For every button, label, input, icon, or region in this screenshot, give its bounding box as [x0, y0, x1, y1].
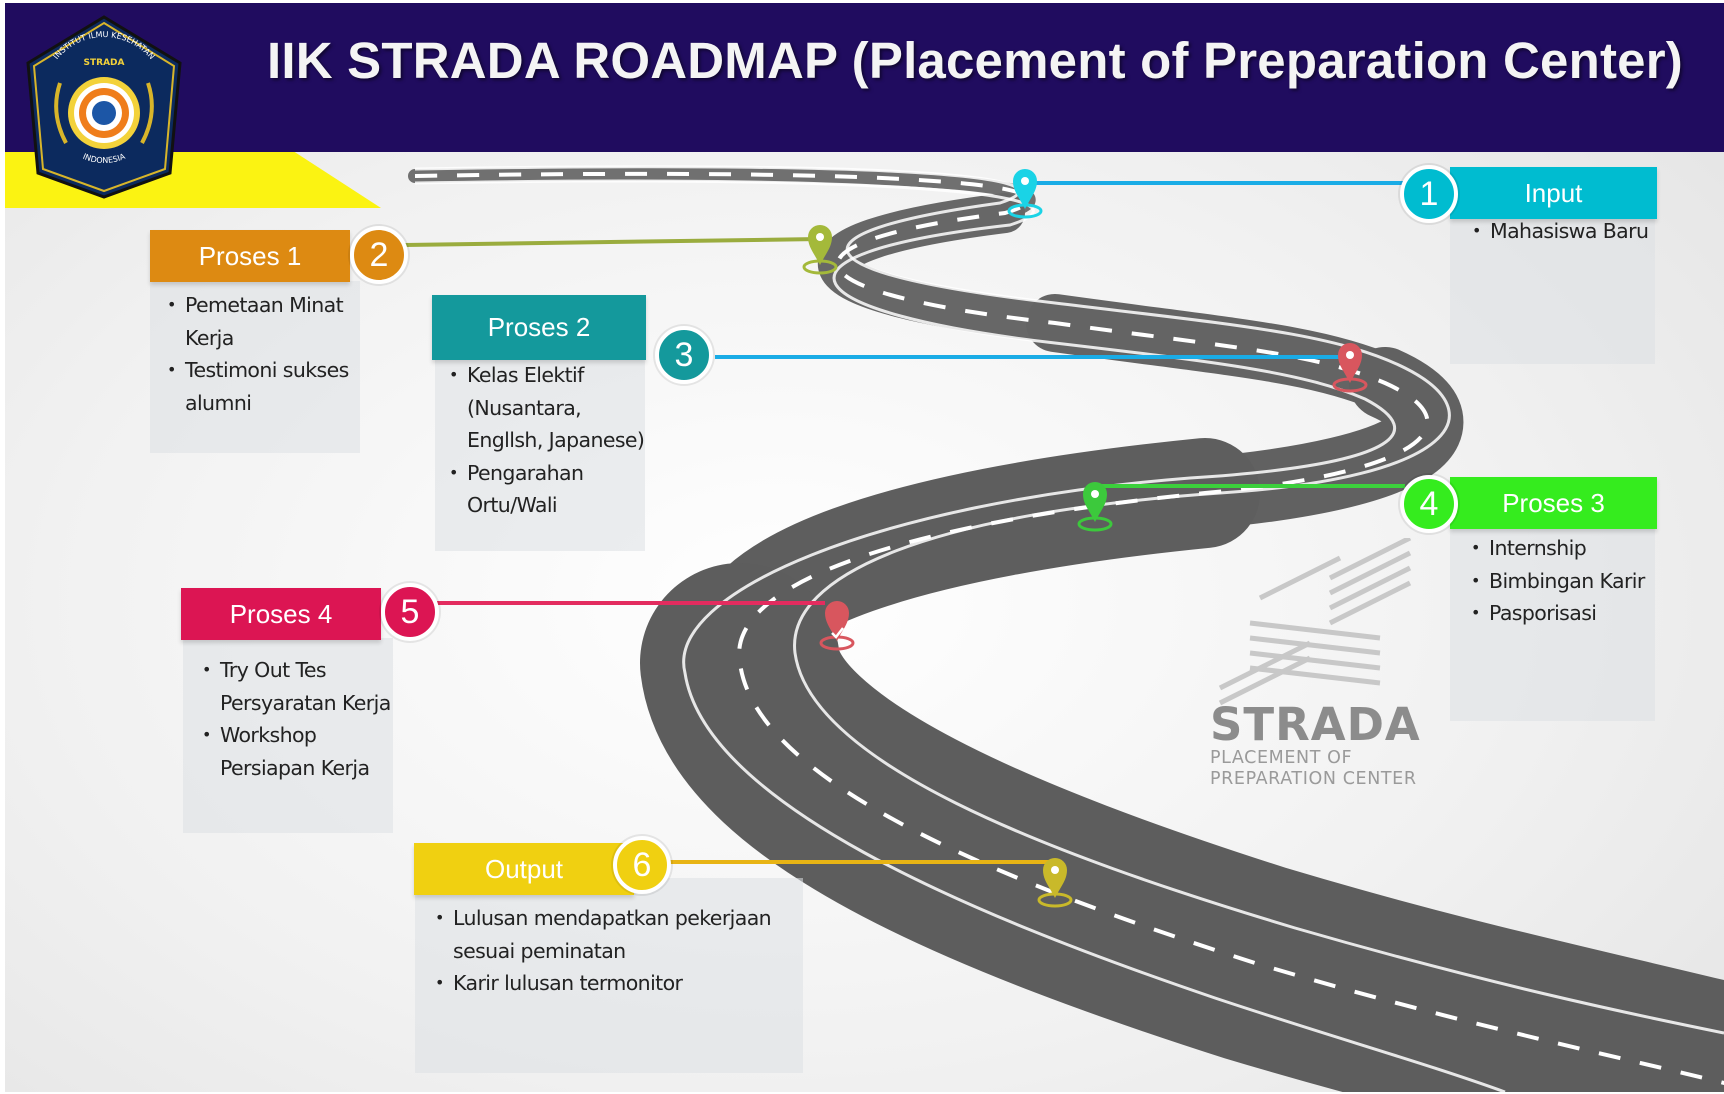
step-6-points: Lulusan mendapatkan pekerjaan sesuai pem…: [431, 902, 833, 1000]
step-2-point-cont: alumni: [185, 390, 252, 415]
pin-5-icon: [819, 601, 855, 651]
step-5-title: Proses 4: [229, 599, 333, 629]
step-2-points: Pemetaan Minat Kerja Testimoni sukses al…: [163, 289, 395, 419]
step-6-point-cont: sesuai peminatan: [453, 938, 626, 963]
step-3-point-cont: Engllsh, Japanese): [467, 428, 645, 452]
logo-ring-text-mid: STRADA: [84, 58, 125, 68]
step-6-number-badge: 6: [613, 836, 671, 894]
pin-4-icon: [1077, 482, 1113, 532]
strada-watermark-icon: [1218, 538, 1412, 706]
watermark-name: STRADA: [1210, 698, 1421, 751]
step-4-number-badge: 4: [1400, 475, 1458, 533]
step-4-point: Internship: [1471, 532, 1689, 565]
svg-text:INDONESIA: INDONESIA: [81, 152, 126, 165]
pin-2-icon: [802, 225, 838, 275]
step-5-points: Try Out Tes Persyaratan Kerja Workshop P…: [198, 654, 430, 784]
step-4-header: Proses 3: [1450, 477, 1657, 529]
step-2-header: Proses 1: [150, 230, 350, 282]
step-5-point-cont: Persiapan Kerja: [220, 755, 370, 780]
step-3-point: Kelas Elektif: [449, 359, 677, 392]
step-4-point: Bimbingan Karir: [1471, 565, 1689, 598]
pin-3-icon: [1332, 343, 1368, 393]
step-2-title: Proses 1: [198, 241, 302, 271]
step-3-title: Proses 2: [487, 312, 591, 342]
step-5-point: Workshop: [202, 719, 430, 752]
step-1-number-badge: 1: [1400, 165, 1458, 223]
step-3-point: Pengarahan: [449, 457, 677, 490]
step-5-point-cont: Persyaratan Kerja: [220, 690, 391, 715]
road-scene: [5, 3, 1724, 1092]
pin-1-icon: [1007, 169, 1043, 219]
iik-strada-logo: INSTITUT ILMU KESEHATAN STRADA INDONESIA: [26, 15, 182, 199]
step-2-point: Testimoni sukses: [167, 354, 395, 387]
step-3-point-cont: Ortu/Wali: [467, 493, 558, 517]
step-2-number-badge: 2: [350, 226, 408, 284]
step-6-point: Karir lulusan termonitor: [435, 967, 833, 1000]
pin-6-icon: [1037, 858, 1073, 908]
title-bar: IIK STRADA ROADMAP (Placement of Prepara…: [5, 3, 1724, 152]
step-6-header: Output: [414, 843, 634, 895]
step-6-title: Output: [484, 854, 564, 884]
step-4-title: Proses 3: [1502, 488, 1605, 518]
step-2-point: Pemetaan Minat: [167, 289, 395, 322]
step-3-header: Proses 2: [432, 295, 646, 360]
step-6-point: Lulusan mendapatkan pekerjaan: [435, 902, 833, 935]
watermark-subtitle-line1: PLACEMENT OF: [1210, 748, 1353, 768]
step-1-header: Input: [1450, 167, 1657, 219]
logo-ring-text-bottom: INDONESIA: [81, 152, 126, 165]
step-3-points: Kelas Elektif (Nusantara, Engllsh, Japan…: [445, 359, 677, 522]
step-1-points: Mahasiswa Baru: [1468, 215, 1680, 248]
step-1-title: Input: [1524, 178, 1583, 208]
step-3-point-cont: (Nusantara,: [467, 395, 582, 420]
step-5-point: Try Out Tes: [202, 654, 430, 687]
location-pins: [802, 169, 1368, 908]
step-5-number-badge: 5: [381, 583, 439, 641]
page-title: IIK STRADA ROADMAP (Placement of Prepara…: [267, 32, 1683, 89]
roadmap-slide: IIK STRADA ROADMAP (Placement of Prepara…: [5, 3, 1724, 1092]
step-1-point: Mahasiswa Baru: [1472, 215, 1680, 248]
step-2-point-cont: Kerja: [185, 325, 234, 350]
watermark-subtitle-line2: PREPARATION CENTER: [1210, 769, 1417, 789]
step-4-point: Pasporisasi: [1471, 597, 1689, 630]
step-4-points: Internship Bimbingan Karir Pasporisasi: [1467, 532, 1689, 630]
step-5-header: Proses 4: [181, 588, 381, 640]
connector-lines: [404, 181, 1405, 864]
